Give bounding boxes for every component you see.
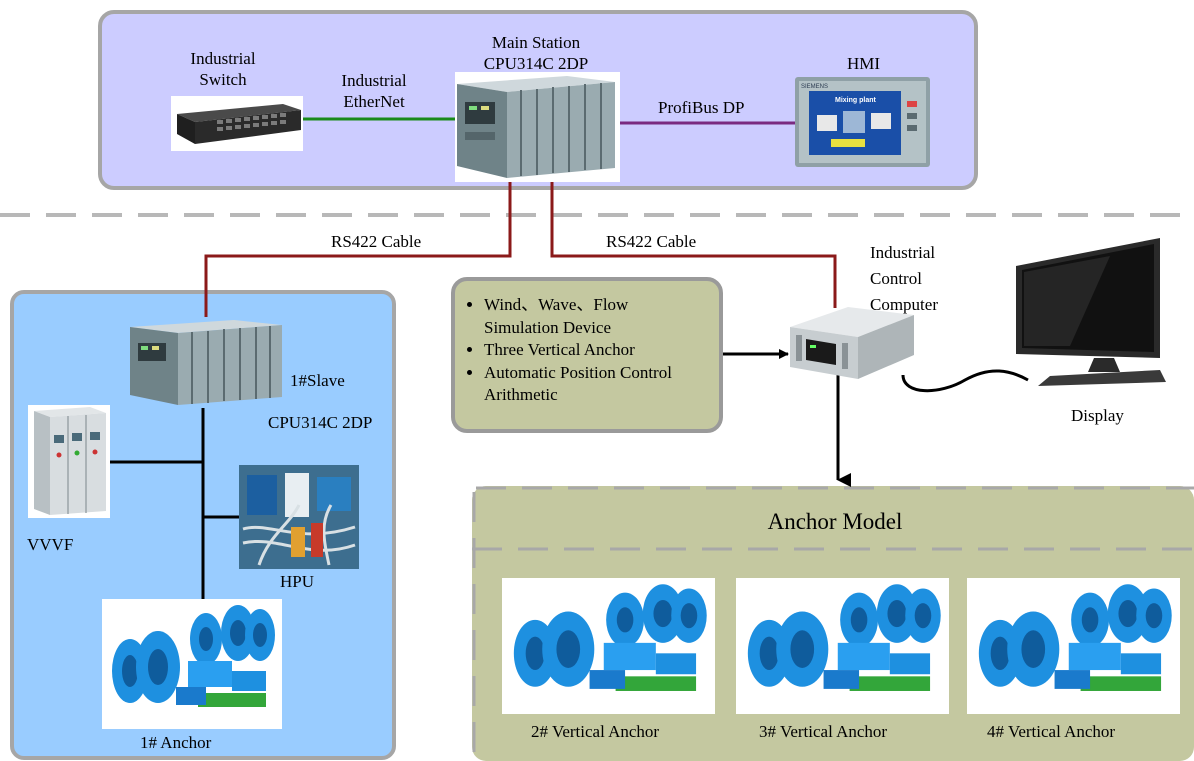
rs422-cable-right <box>550 160 837 308</box>
main-station-label: Main Station CPU314C 2DP <box>466 32 606 74</box>
anchor-3-label: 3# Vertical Anchor <box>759 722 888 741</box>
hmi-label: HMI <box>847 54 881 73</box>
anchor-2-label: 2# Vertical Anchor <box>531 722 660 741</box>
industrial-switch-label: Industrial Switch <box>168 48 278 90</box>
control-functions-panel <box>451 277 723 433</box>
function-item: Automatic Position Control Arithmetic <box>484 362 672 407</box>
display-monitor-icon <box>1016 238 1166 386</box>
rs422-cable-right-label: RS422 Cable <box>606 232 697 251</box>
slave-cpu-label: CPU314C 2DP <box>268 413 373 432</box>
ipc-label-line-1: Industrial <box>870 243 936 262</box>
industrial-switch-icon <box>171 96 303 151</box>
main-station-plc-icon <box>455 72 620 182</box>
industrial-ethernet-label: Industrial EtherNet <box>322 70 426 112</box>
winch-2-vertical-anchor-icon <box>502 578 715 714</box>
vvvf-cabinet-icon <box>28 405 110 518</box>
industrial-pc-icon <box>790 307 914 379</box>
hpu-unit-icon <box>239 465 359 569</box>
rs422-cable-left-label: RS422 Cable <box>331 232 422 251</box>
function-item-line: Simulation Device <box>484 317 612 337</box>
ethernet-label-line-2: EtherNet <box>343 92 405 111</box>
hmi-screen-title: Mixing plant <box>835 97 877 104</box>
function-item: Wind、Wave、Flow Simulation Device <box>484 294 672 339</box>
function-item-line: Three Vertical Anchor <box>484 340 635 359</box>
main-station-label-line-1: Main Station <box>491 33 581 52</box>
winch-4-vertical-anchor-icon <box>967 578 1180 714</box>
slave-name-label: 1#Slave <box>290 371 345 390</box>
anchor-model-title: Anchor Model <box>767 509 903 534</box>
winch-3-vertical-anchor-icon <box>736 578 949 714</box>
profibus-dp-label: ProfiBus DP <box>658 98 745 117</box>
hmi-brand-text: SIEMENS <box>801 84 828 90</box>
switch-label-line-2: Switch <box>199 70 247 89</box>
winch-1-anchor-icon <box>102 599 282 729</box>
ipc-label-line-3: Computer <box>870 295 938 314</box>
control-functions-list: Wind、Wave、Flow Simulation Device Three V… <box>462 294 672 407</box>
vvvf-label: VVVF <box>27 535 74 554</box>
function-item: Three Vertical Anchor <box>484 339 672 362</box>
hmi-panel-icon: SIEMENS Mixing plant <box>795 77 930 167</box>
ethernet-label-line-1: Industrial <box>341 71 407 90</box>
display-cable <box>901 369 1029 393</box>
switch-label-line-1: Industrial <box>190 49 256 68</box>
ipc-label-line-2: Control <box>870 269 922 288</box>
rs422-cable-left <box>204 160 512 323</box>
anchor-1-label: 1# Anchor <box>140 733 212 752</box>
anchor-4-label: 4# Vertical Anchor <box>987 722 1116 741</box>
main-station-label-line-2: CPU314C 2DP <box>483 54 589 73</box>
industrial-control-computer-label: Industrial Control Computer <box>870 240 938 318</box>
slave-plc-icon <box>128 317 285 408</box>
function-item-line: Arithmetic <box>484 385 558 404</box>
display-label: Display <box>1071 406 1124 425</box>
function-item-line: Wind、Wave、Flow <box>484 295 629 314</box>
function-item-line: Automatic Position Control <box>484 362 672 382</box>
hpu-label: HPU <box>280 572 315 591</box>
